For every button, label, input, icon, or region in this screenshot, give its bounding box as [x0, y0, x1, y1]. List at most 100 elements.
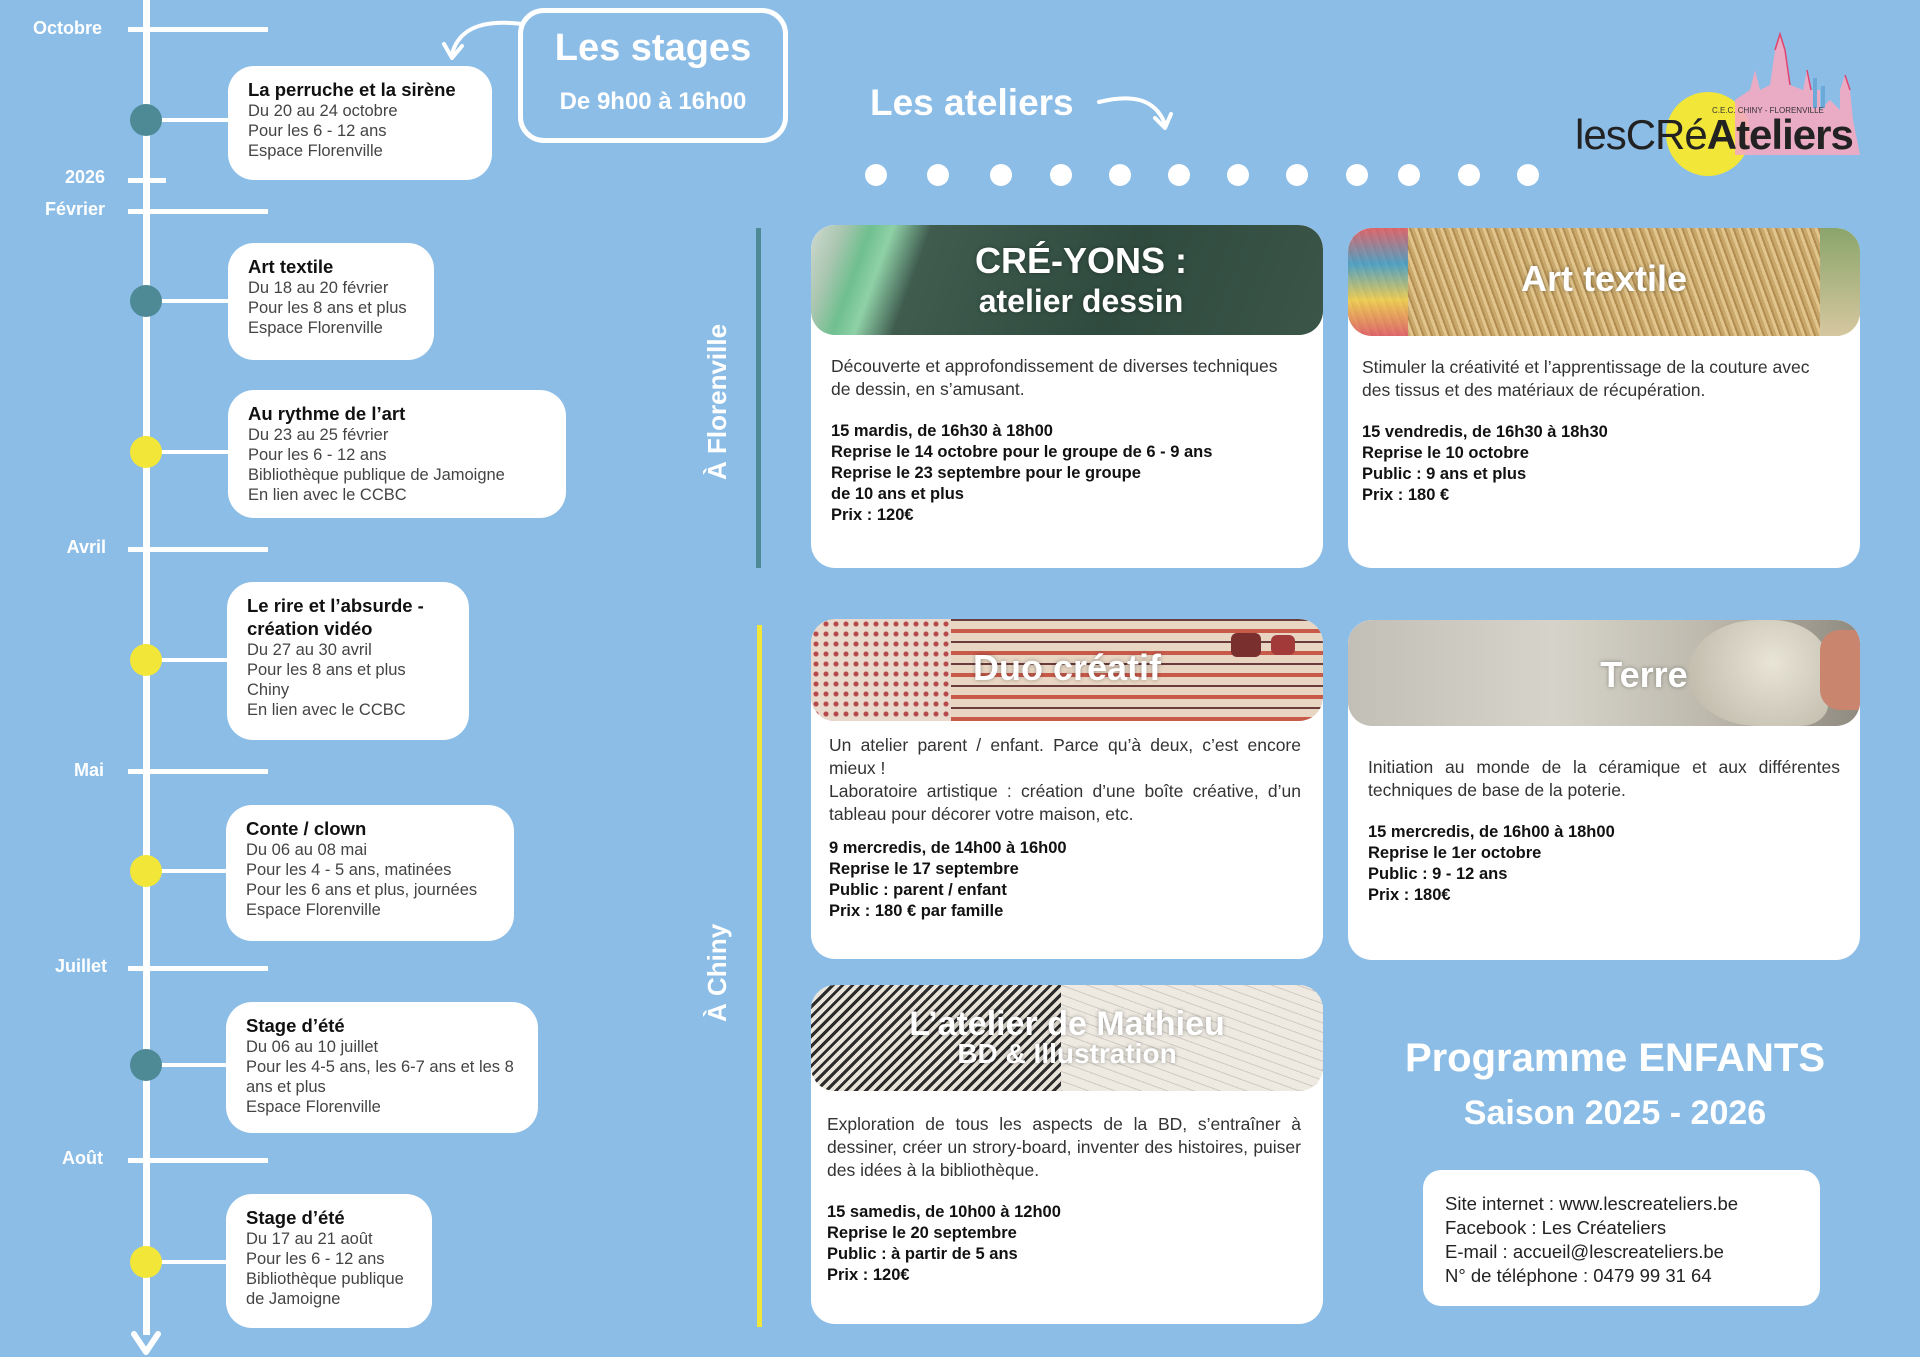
- atelier-title: Terre: [1600, 654, 1688, 695]
- atelier-audience: Public : 9 ans et plus: [1362, 465, 1527, 483]
- decorative-dot: [1109, 164, 1131, 186]
- atelier-title-line2: BD & Illustration: [957, 1038, 1177, 1069]
- stage-card-conte-clown[interactable]: Conte / clown Du 06 au 08 mai Pour les 4…: [226, 805, 514, 941]
- stage-title: Le rire et l’absurde - création vidéo: [247, 595, 424, 639]
- atelier-card-art-textile[interactable]: Art textile Stimuler la créativité et l’…: [1348, 228, 1860, 568]
- stage-audience: Pour les 4 - 5 ans, matinées: [246, 861, 452, 879]
- timeline-connector: [147, 1260, 232, 1264]
- atelier-restart: Reprise le 1er octobre: [1368, 844, 1542, 862]
- logo-suffix: Ateliers: [1706, 111, 1854, 158]
- atelier-card-duo-creatif[interactable]: Duo créatif Un atelier parent / enfant. …: [811, 619, 1323, 959]
- stage-location: Chiny: [247, 681, 290, 699]
- stage-title: Art textile: [248, 256, 334, 277]
- programme-season: Saison 2025 - 2026: [1463, 1094, 1767, 1132]
- atelier-restart: Reprise le 10 octobre: [1362, 444, 1529, 462]
- stage-title: Au rythme de l’art: [248, 403, 406, 424]
- timeline-connector: [147, 869, 232, 873]
- month-label-fevrier: Février: [44, 199, 105, 219]
- stage-title: Stage d’été: [246, 1207, 345, 1228]
- location-label-chiny: À Chiny: [702, 923, 732, 1022]
- contact-box: Site internet : www.lescreateliers.be Fa…: [1423, 1170, 1820, 1306]
- timeline-marker-yellow: [130, 436, 162, 468]
- stage-location: Bibliothèque publique de Jamoigne: [246, 1270, 404, 1308]
- location-label-florenville: À Florenville: [702, 323, 732, 480]
- decorative-dot: [1517, 164, 1539, 186]
- stage-card-au-rythme[interactable]: Au rythme de l’art Du 23 au 25 février P…: [228, 390, 566, 518]
- stage-partner: En lien avec le CCBC: [248, 486, 407, 504]
- chiny-bar: [757, 625, 762, 1327]
- contact-website[interactable]: Site internet : www.lescreateliers.be: [1445, 1193, 1739, 1214]
- atelier-restart-2: Reprise le 23 septembre pour le groupe: [831, 464, 1141, 482]
- month-tick-fevrier: [128, 209, 268, 214]
- stage-card-stage-ete-juillet[interactable]: Stage d’été Du 06 au 10 juillet Pour les…: [226, 1002, 538, 1133]
- contact-phone[interactable]: N° de téléphone : 0479 99 31 64: [1445, 1265, 1712, 1286]
- atelier-price: Prix : 180€: [1368, 886, 1451, 904]
- stage-card-art-textile[interactable]: Art textile Du 18 au 20 février Pour les…: [228, 243, 434, 360]
- stage-dates: Du 18 au 20 février: [248, 279, 389, 297]
- atelier-schedule: 15 mercredis, de 16h00 à 18h00: [1368, 823, 1615, 841]
- timeline-marker-yellow: [130, 1246, 162, 1278]
- stage-location: Espace Florenville: [246, 901, 381, 919]
- decorative-dot: [1168, 164, 1190, 186]
- atelier-audience: Public : à partir de 5 ans: [827, 1245, 1018, 1263]
- timeline-connector: [147, 658, 232, 662]
- decorative-dot: [1346, 164, 1368, 186]
- contact-email[interactable]: E-mail : accueil@lescreateliers.be: [1445, 1241, 1724, 1262]
- timeline-marker-teal: [130, 1049, 162, 1081]
- atelier-info: 15 samedis, de 10h00 à 12h00 Reprise le …: [827, 1202, 1301, 1286]
- stage-dates: Du 17 au 21 août: [246, 1230, 373, 1248]
- decorative-dot: [865, 164, 887, 186]
- timeline-marker-teal: [130, 104, 162, 136]
- atelier-banner-image: CRÉ-YONS : atelier dessin: [811, 225, 1323, 335]
- atelier-title-line2: atelier dessin: [978, 283, 1184, 319]
- decorative-dot: [1286, 164, 1308, 186]
- logo: lesCRéAteliers: [1575, 111, 1854, 159]
- timeline-arrow-icon: [131, 1331, 161, 1355]
- atelier-price: Prix : 120€: [827, 1266, 910, 1284]
- curved-arrow-icon: [1097, 96, 1173, 130]
- stage-title: La perruche et la sirène: [248, 79, 456, 100]
- stage-card-stage-ete-aout[interactable]: Stage d’été Du 17 au 21 août Pour les 6 …: [226, 1194, 432, 1328]
- timeline-connector: [147, 1063, 232, 1067]
- decorative-dot: [1398, 164, 1420, 186]
- stage-card-rire-absurde[interactable]: Le rire et l’absurde - création vidéo Du…: [227, 582, 469, 740]
- atelier-description: Stimuler la créativité et l’apprentissag…: [1362, 357, 1810, 400]
- month-tick-mai: [128, 769, 268, 774]
- month-label-juillet: Juillet: [54, 956, 107, 976]
- atelier-card-terre[interactable]: Terre Initiation au monde de la céramiqu…: [1348, 620, 1860, 960]
- atelier-info: 15 mardis, de 16h30 à 18h00 Reprise le 1…: [831, 421, 1301, 526]
- decorative-dot: [1458, 164, 1480, 186]
- atelier-price: Prix : 180 € par famille: [829, 902, 1004, 920]
- stages-title: Les stages: [554, 27, 752, 69]
- stage-card-perruche[interactable]: La perruche et la sirène Du 20 au 24 oct…: [228, 66, 492, 180]
- stage-dates: Du 06 au 08 mai: [246, 841, 368, 859]
- timeline-connector: [147, 299, 232, 303]
- stage-audience: Pour les 6 - 12 ans: [248, 122, 387, 140]
- month-label-avril: Avril: [66, 537, 106, 557]
- atelier-schedule: 15 mardis, de 16h30 à 18h00: [831, 422, 1053, 440]
- atelier-description: Exploration de tous les aspects de la BD…: [827, 1114, 1301, 1180]
- atelier-title-line1: L’atelier de Mathieu: [909, 1005, 1225, 1043]
- decorative-dot: [990, 164, 1012, 186]
- atelier-title: Art textile: [1520, 258, 1688, 299]
- atelier-card-cre-yons[interactable]: CRÉ-YONS : atelier dessin Découverte et …: [811, 225, 1323, 568]
- month-label-octobre: Octobre: [32, 18, 102, 38]
- atelier-title: L’atelier de Mathieu BD & Illustration: [811, 1005, 1323, 1069]
- stage-location: Espace Florenville: [246, 1098, 381, 1116]
- stage-audience: Pour les 8 ans et plus: [247, 661, 406, 679]
- stage-location: Espace Florenville: [248, 319, 383, 337]
- stage-audience: Pour les 4-5 ans, les 6-7 ans et les 8 a…: [246, 1058, 514, 1096]
- stage-audience: Pour les 8 ans et plus: [248, 299, 407, 317]
- ateliers-title: Les ateliers: [870, 82, 1074, 123]
- month-label-mai: Mai: [73, 760, 104, 780]
- contact-facebook[interactable]: Facebook : Les Créateliers: [1445, 1217, 1667, 1238]
- atelier-card-mathieu[interactable]: L’atelier de Mathieu BD & Illustration E…: [811, 985, 1323, 1324]
- stage-partner: En lien avec le CCBC: [247, 701, 406, 719]
- atelier-schedule: 9 mercredis, de 14h00 à 16h00: [829, 839, 1067, 857]
- atelier-body: Exploration de tous les aspects de la BD…: [827, 1113, 1301, 1286]
- timeline-marker-teal: [130, 285, 162, 317]
- atelier-body: Un atelier parent / enfant. Parce qu’à d…: [829, 734, 1301, 922]
- stages-header-box: Les stages De 9h00 à 16h00: [518, 8, 788, 143]
- atelier-price: Prix : 120€: [831, 506, 914, 524]
- atelier-schedule: 15 vendredis, de 16h30 à 18h30: [1362, 423, 1608, 441]
